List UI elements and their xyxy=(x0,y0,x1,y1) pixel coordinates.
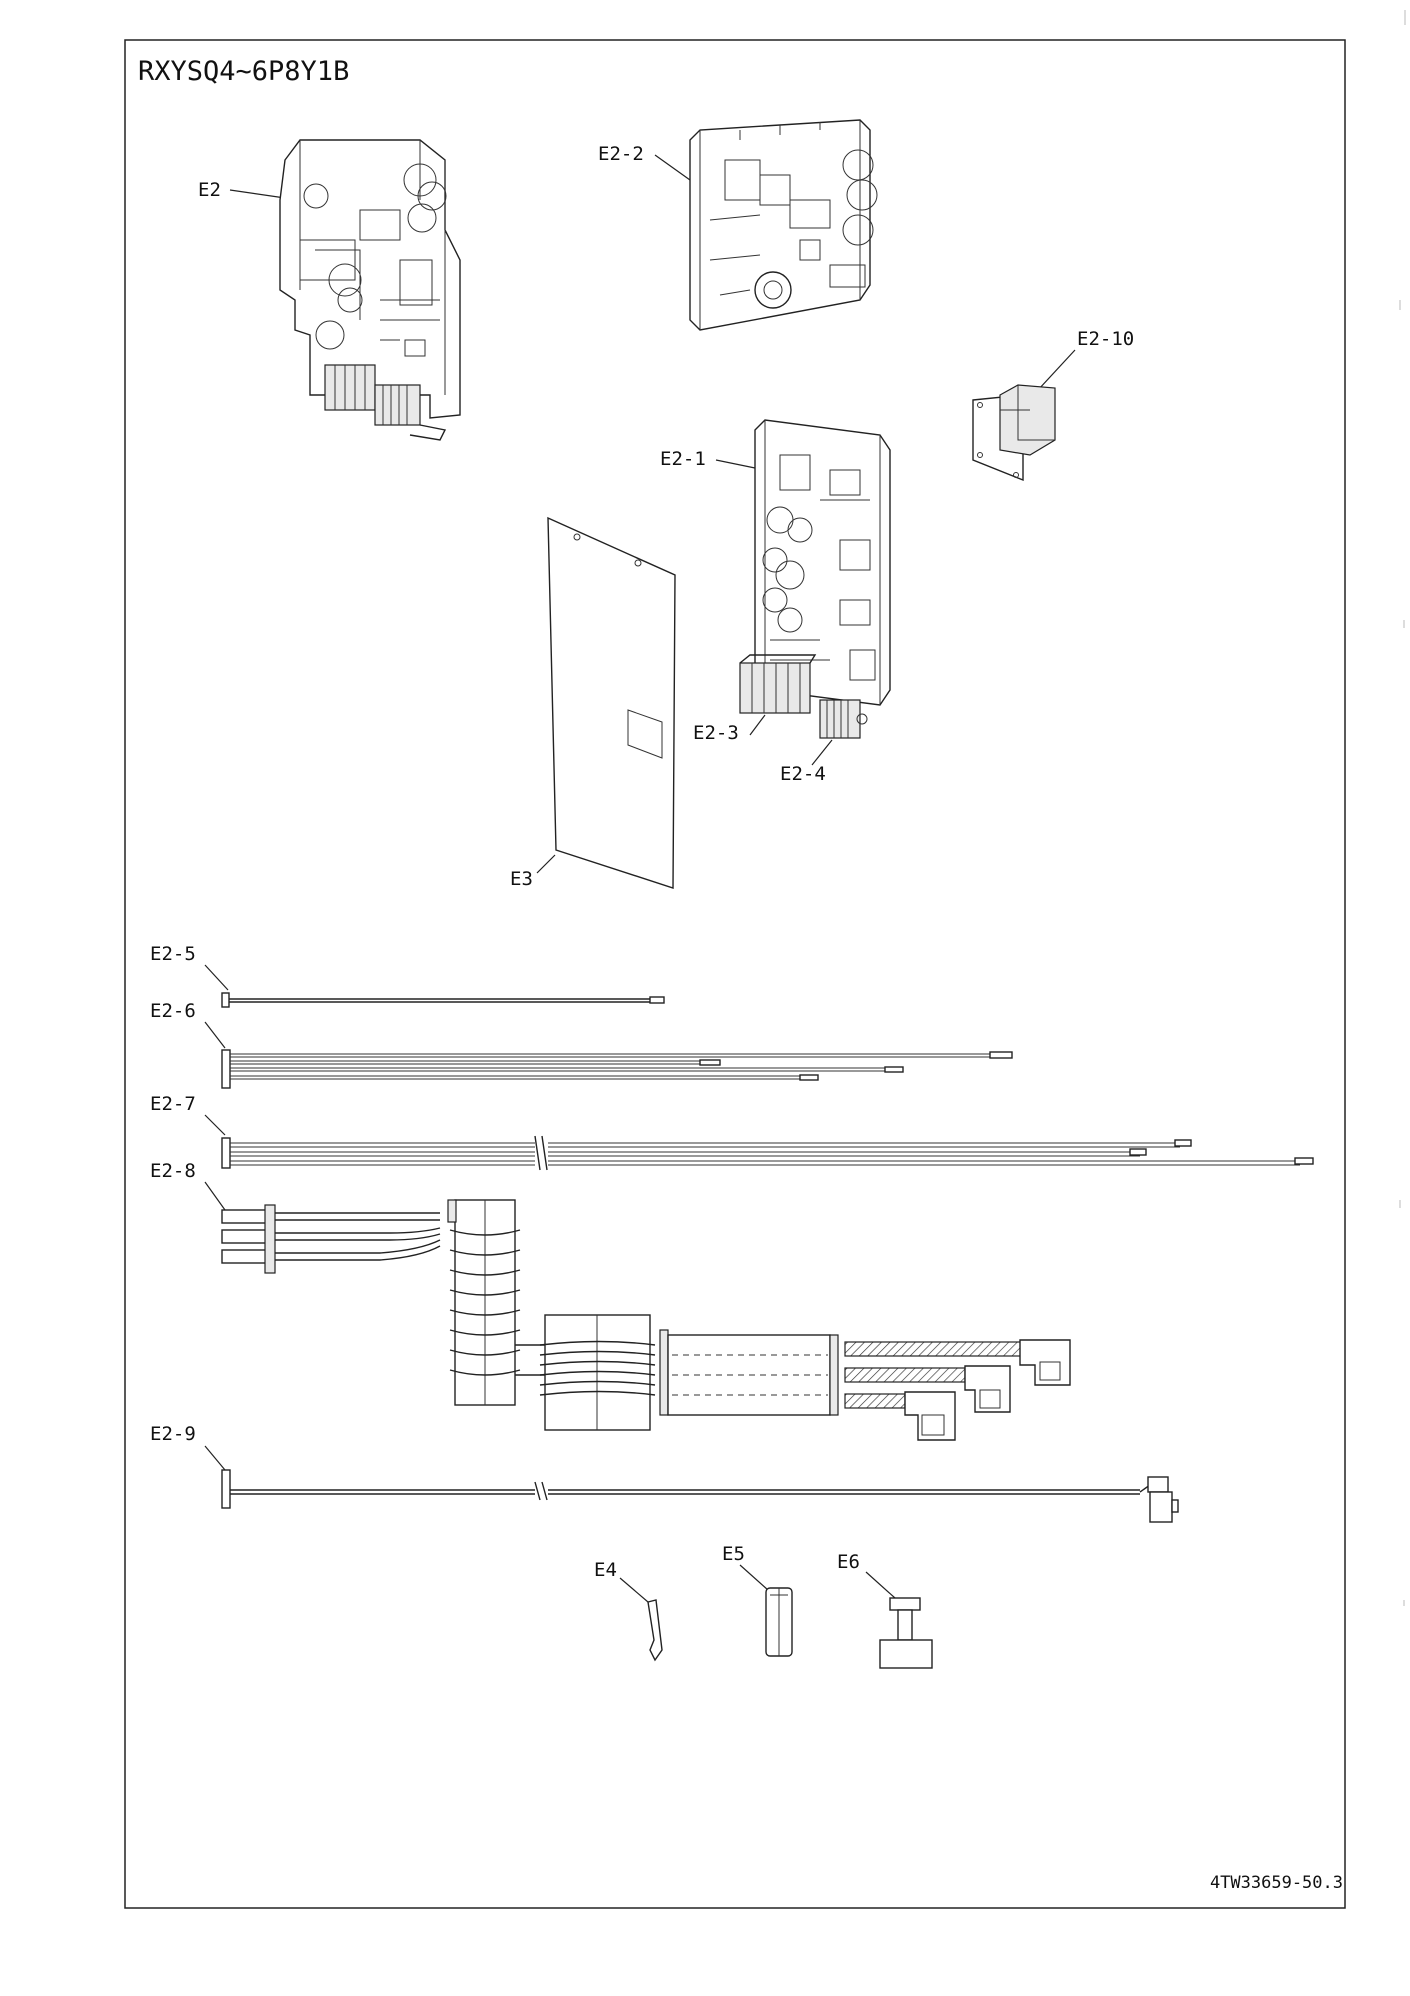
part-e2-3-terminal-block: E2-3 xyxy=(693,714,766,744)
label-e2-5: E2-5 xyxy=(150,943,196,965)
part-e2-2-inverter-pcb: E2-2 xyxy=(598,119,878,331)
label-e2-2: E2-2 xyxy=(598,143,644,165)
part-e2-7-harness: E2-7 xyxy=(150,1093,1314,1171)
part-e5-ferrite-core: E5 xyxy=(722,1543,793,1657)
document-number: 4TW33659-50.3 xyxy=(1210,1873,1343,1893)
part-e2-10-reactor: E2-10 xyxy=(972,328,1134,482)
part-e4-clip: E4 xyxy=(594,1559,663,1662)
model-title: RXYSQ4~6P8Y1B xyxy=(138,56,349,87)
part-e2-4-terminal: E2-4 xyxy=(780,739,833,785)
label-e2-3: E2-3 xyxy=(693,722,739,744)
part-e6-bushing: E6 xyxy=(837,1551,933,1669)
scan-edge-marks xyxy=(1399,10,1406,1606)
label-e2-10: E2-10 xyxy=(1077,328,1134,350)
label-e4: E4 xyxy=(594,1559,617,1581)
label-e2-7: E2-7 xyxy=(150,1093,196,1115)
part-e2-5-harness: E2-5 xyxy=(150,943,665,1008)
part-e2-8-harness-with-cores: E2-8 xyxy=(150,1160,1071,1441)
label-e6: E6 xyxy=(837,1551,860,1573)
part-e2-switch-box: E2 xyxy=(198,139,461,441)
part-e2-1-main-pcb: E2-1 xyxy=(660,419,891,739)
part-e3-cover-plate: E3 xyxy=(510,516,676,890)
label-e2: E2 xyxy=(198,179,221,201)
label-e2-9: E2-9 xyxy=(150,1423,196,1445)
label-e5: E5 xyxy=(722,1543,745,1565)
part-e2-6-harness: E2-6 xyxy=(150,1000,1013,1089)
part-e2-9-thermistor: E2-9 xyxy=(150,1423,1179,1523)
label-e2-6: E2-6 xyxy=(150,1000,196,1022)
drawing-frame xyxy=(124,39,1346,1909)
label-e2-8: E2-8 xyxy=(150,1160,196,1182)
label-e2-4: E2-4 xyxy=(780,763,826,785)
label-e2-1: E2-1 xyxy=(660,448,706,470)
label-e3: E3 xyxy=(510,868,533,890)
